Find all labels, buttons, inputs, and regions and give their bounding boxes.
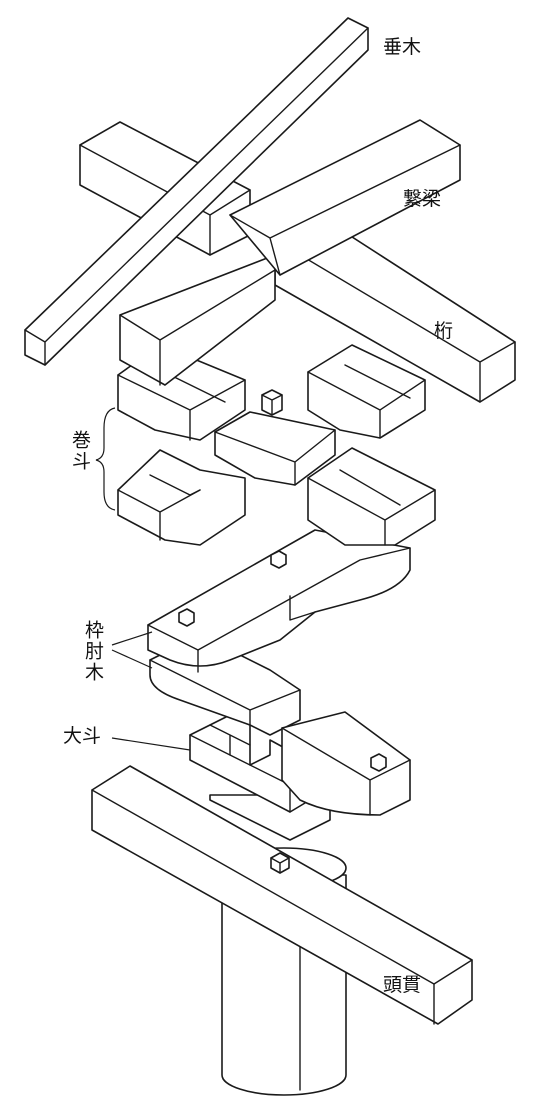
label-keta: 桁 xyxy=(434,320,454,342)
tie-beam xyxy=(79,119,461,276)
label-makito: 巻斗 xyxy=(69,430,91,472)
head-tie-beam xyxy=(91,765,473,1025)
label-taruki: 垂木 xyxy=(383,36,422,58)
dowel-head-tie xyxy=(270,852,290,874)
hijikigi-leader-upper xyxy=(111,631,153,646)
small-block-left-lower xyxy=(117,449,246,546)
hijikigi-leader-lower xyxy=(111,649,153,669)
small-block-right-lower xyxy=(307,447,436,546)
small-block-right-upper xyxy=(307,344,426,439)
large-bearing-block xyxy=(189,714,331,841)
label-daito: 大斗 xyxy=(63,725,102,747)
makito-brace xyxy=(95,407,116,511)
label-tsunagibari: 繋梁 xyxy=(403,188,442,210)
label-kashiranuki: 頭貫 xyxy=(383,974,422,996)
daito-leader xyxy=(111,737,191,751)
bracket-arm-upper xyxy=(147,529,411,673)
small-block-centre xyxy=(214,389,336,486)
rafter xyxy=(24,17,369,366)
label-hijikigi: 枠肘木 xyxy=(82,620,104,683)
